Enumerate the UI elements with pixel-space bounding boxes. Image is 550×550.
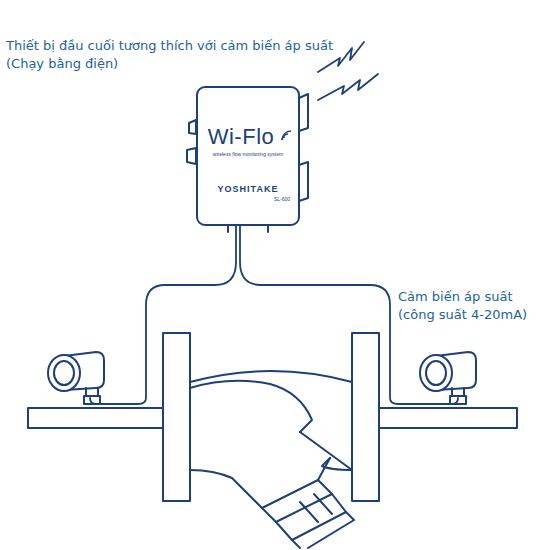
product-tagline: wireless flow monitoring system <box>213 151 283 157</box>
sensor-callout: Cảm biến áp suất (công suất 4-20mA) <box>398 288 546 323</box>
flange <box>163 333 190 501</box>
y-strainer-body <box>190 371 354 548</box>
pipe <box>28 408 517 428</box>
model-number: SL-600 <box>274 196 290 202</box>
maker-name: YOSHITAKE <box>218 184 279 194</box>
pressure-sensor <box>48 352 104 404</box>
brand-logo: Wi-Flo <box>208 124 289 150</box>
device-enclosure: Wi-Flowireless flow monitoring systemYOS… <box>196 86 300 226</box>
pressure-sensor <box>420 352 476 404</box>
device-callout: Thiết bị đầu cuối tương thích với cảm bi… <box>6 37 346 72</box>
flange <box>352 333 379 501</box>
wifi-icon <box>280 128 294 142</box>
